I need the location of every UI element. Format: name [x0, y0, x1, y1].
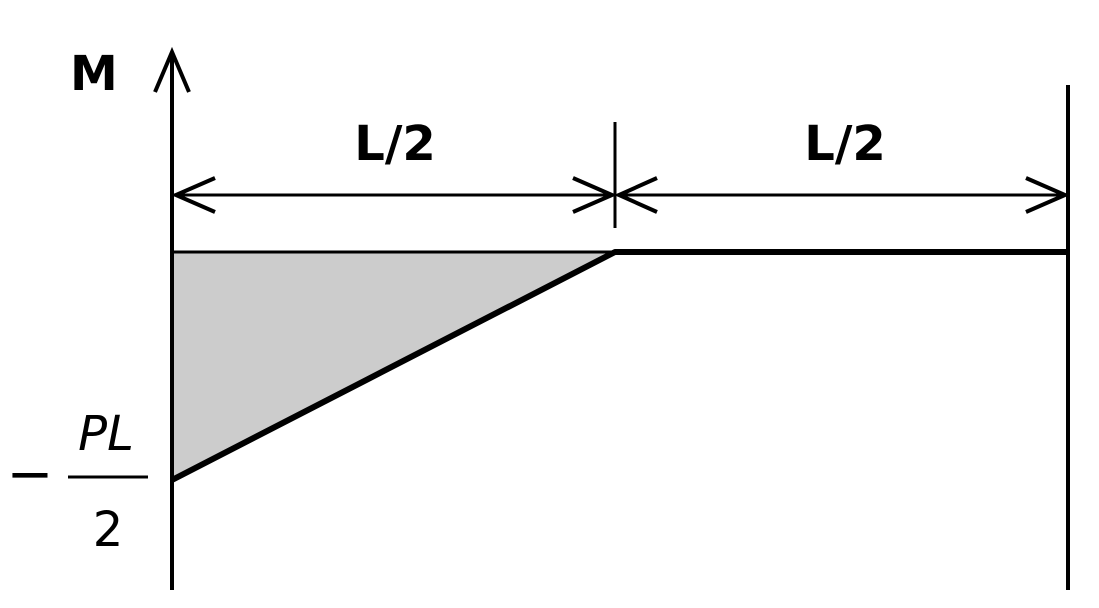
- dimension-arrowhead-icon: [572, 176, 618, 214]
- moment-curve: [170, 249, 1068, 483]
- min-value-denominator: 2: [93, 502, 124, 558]
- min-value-sign: −: [7, 442, 54, 507]
- dimension-arrowhead-icon: [170, 176, 216, 214]
- dimension-arrowhead-icon: [1025, 176, 1071, 214]
- m-axis-arrowhead-icon: [153, 46, 191, 93]
- dimension-arrowhead-icon: [614, 176, 658, 214]
- m-axis-label: M: [70, 46, 118, 102]
- segment-label-right: L/2: [804, 116, 886, 172]
- segment-label-left: L/2: [354, 116, 436, 172]
- min-value-numerator: PL: [78, 406, 134, 462]
